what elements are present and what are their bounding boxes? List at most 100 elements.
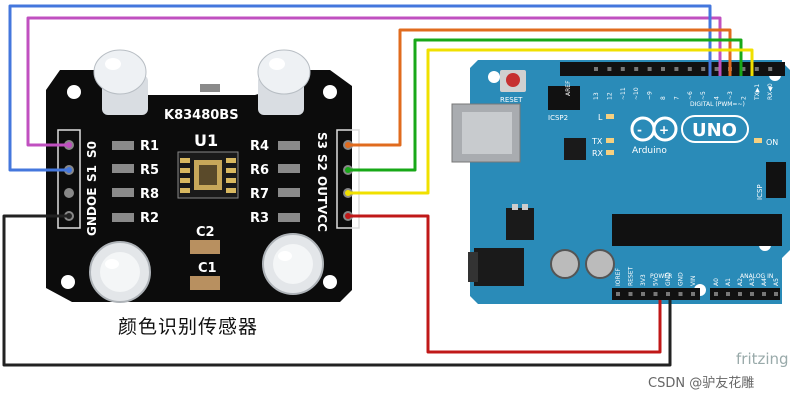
digital-pin-socket xyxy=(620,67,625,71)
analog-pin-label: A5 xyxy=(773,278,780,286)
resistor-label-r9: R9 xyxy=(198,71,217,86)
arduino-logo: - + UNO Arduino xyxy=(630,115,749,156)
usb-connector xyxy=(451,103,521,163)
power-jack xyxy=(468,248,524,286)
l-label: L xyxy=(598,113,603,122)
digital-pin-socket xyxy=(687,67,692,71)
icsp2-label: ICSP2 xyxy=(548,114,568,122)
digital-pin-socket xyxy=(754,67,759,71)
power-pin-socket xyxy=(678,292,683,296)
digital-label: DIGITAL (PWM=~) xyxy=(690,101,745,108)
uno-logo-text: UNO xyxy=(692,120,737,141)
gnd-wire xyxy=(2,214,672,367)
pin-label-vcc: VCC xyxy=(315,205,329,232)
digital-pin-label: ~6 xyxy=(687,91,694,100)
out-wire-endpoint xyxy=(345,190,351,196)
power-pin-socket xyxy=(616,292,620,296)
analog-pin-socket xyxy=(762,292,766,296)
power-header: POWER IOREF RESET 3V3 5V GND GND VIN xyxy=(612,266,700,300)
digital-pin-label: 7 xyxy=(673,96,680,100)
s1-wire-endpoint xyxy=(66,167,72,173)
digital-pin-label: ~5 xyxy=(700,91,707,100)
arduino-uno-board: RESET ICSP2 L TX RX ON - + UNO xyxy=(451,60,790,304)
power-pin-label: GND xyxy=(665,272,672,286)
power-pin-label: 3V3 xyxy=(640,274,647,286)
led-bottom-right xyxy=(262,233,324,295)
digital-pin-socket xyxy=(647,67,652,71)
analog-pin-label: A3 xyxy=(749,278,756,286)
power-pin-socket xyxy=(641,292,645,296)
power-pin-socket xyxy=(628,292,633,296)
capacitor-label-c2: C2 xyxy=(196,225,215,240)
digital-pin-label: 2 xyxy=(740,96,747,100)
digital-pin-socket xyxy=(741,67,746,71)
digital-pin-socket xyxy=(674,67,679,71)
power-pin-label: GND xyxy=(678,272,685,286)
reset-label: RESET xyxy=(500,96,523,104)
rx-label: RX xyxy=(592,149,604,158)
analog-pin-socket xyxy=(774,292,778,296)
atmega-chip xyxy=(612,214,782,246)
reset-button: RESET xyxy=(500,70,526,104)
csdn-watermark: CSDN @驴友花雕 xyxy=(648,376,755,391)
analog-pin-label: A2 xyxy=(737,278,744,286)
digital-pin-label: ~11 xyxy=(620,87,627,100)
led-top-left xyxy=(93,49,148,115)
digital-pin-label: ~9 xyxy=(647,91,654,100)
pin-label-s3: S3 xyxy=(315,132,329,149)
digital-pin-label: 4 xyxy=(714,96,721,100)
chip-label: U1 xyxy=(194,131,218,150)
icsp-header: ICSP xyxy=(756,162,786,200)
digital-pin-socket xyxy=(714,67,719,71)
led-top-right xyxy=(257,49,311,115)
digital-pin-label: ~10 xyxy=(633,87,640,100)
analog-pin-label: A0 xyxy=(713,278,720,286)
vcc-wire xyxy=(348,214,662,354)
icsp2-header: ICSP2 xyxy=(548,86,580,122)
digital-pin-socket xyxy=(701,67,706,71)
tx-label: TX xyxy=(591,137,603,146)
pin-label-s0: S0 xyxy=(85,141,99,158)
resistor-label-r4: R4 xyxy=(250,139,269,154)
sensor-caption: 颜色识别传感器 xyxy=(118,316,259,338)
digital-pin-socket xyxy=(661,67,665,71)
color-sensor-module: K83480BS U1 R9 R1 R5 R8 R2 R4 R6 R7 R3 C… xyxy=(46,49,360,303)
analog-pin-socket xyxy=(726,292,730,296)
s3-wire xyxy=(348,28,732,147)
vcc-wire-endpoint xyxy=(345,213,351,219)
digital-pin-label: 8 xyxy=(660,96,667,100)
s3-wire-endpoint xyxy=(345,142,351,148)
svg-text:-: - xyxy=(637,123,642,137)
power-pin-socket xyxy=(653,292,658,296)
resistor-label-r5: R5 xyxy=(140,163,159,178)
pin-label-gnd: GND xyxy=(85,206,99,236)
resistor-label-r7: R7 xyxy=(250,187,269,202)
s2-wire-endpoint xyxy=(345,167,351,173)
arduino-brand-text: Arduino xyxy=(632,146,667,156)
s2-wire xyxy=(348,38,743,172)
gnd-wire-endpoint xyxy=(66,213,72,219)
s0-wire xyxy=(26,16,722,147)
power-pin-label: 5V xyxy=(653,277,660,286)
pin-label-s1: S1 xyxy=(85,165,99,182)
icsp-label: ICSP xyxy=(756,184,764,200)
on-label: ON xyxy=(766,138,778,147)
power-label: POWER xyxy=(650,273,672,280)
digital-pin-socket xyxy=(594,67,598,71)
resistor-label-r6: R6 xyxy=(250,163,269,178)
capacitor-label-c1: C1 xyxy=(198,261,217,276)
power-pin-socket xyxy=(666,292,670,296)
led-bottom-left xyxy=(89,241,151,303)
analog-pin-socket xyxy=(714,292,718,296)
digital-pin-label: 12 xyxy=(606,92,613,100)
model-label: K83480BS xyxy=(164,108,239,123)
digital-pin-socket xyxy=(634,67,639,71)
power-pin-label: VIN xyxy=(690,276,697,286)
digital-pin-label: RX◀0 xyxy=(767,83,774,100)
pin-label-out: OUT xyxy=(315,176,329,205)
power-pin-label: IOREF xyxy=(615,268,622,286)
power-pin-label: RESET xyxy=(628,266,635,286)
out-wire xyxy=(348,48,754,195)
